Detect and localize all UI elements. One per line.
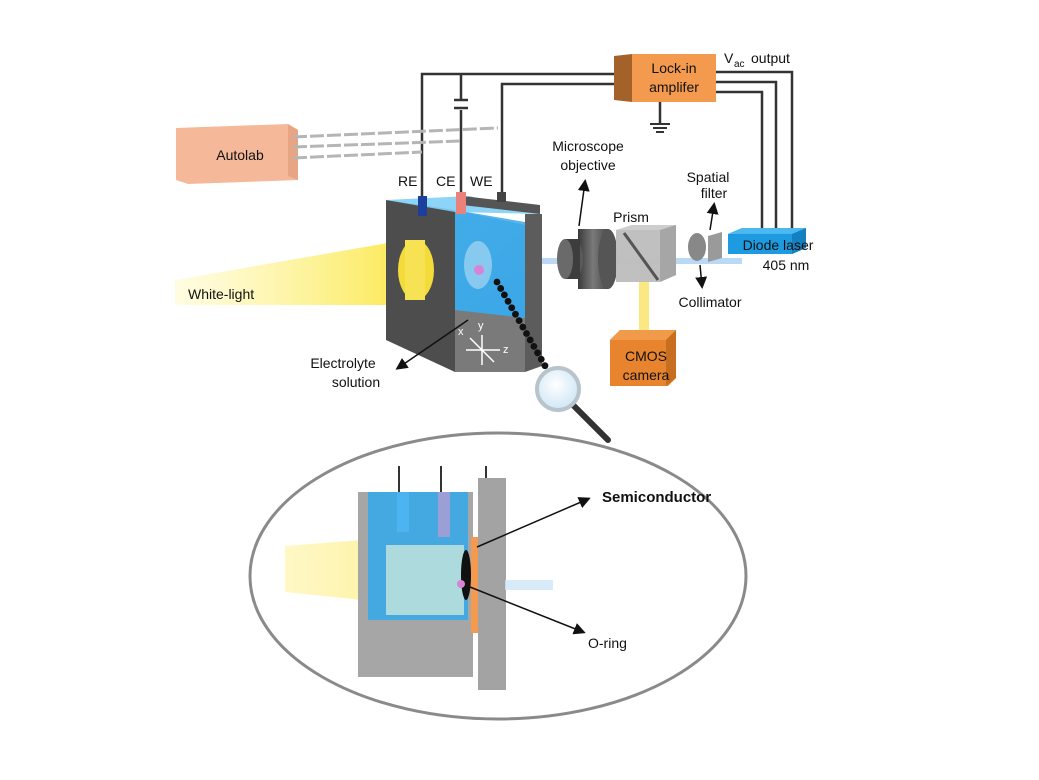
lockin-wires — [420, 70, 794, 232]
lockin-label-2: amplifer — [649, 79, 699, 95]
prism — [616, 225, 676, 282]
camera-beam — [639, 265, 649, 337]
microscope-label-1: Microscope — [552, 138, 624, 154]
axis-z-label: z — [503, 344, 509, 356]
spatial-filter-label-1: Spatial — [687, 169, 730, 185]
semiconductor-layer — [471, 537, 478, 633]
camera-label-1: CMOS — [625, 348, 667, 364]
magnifier-icon — [535, 366, 611, 443]
detail-view — [285, 466, 553, 690]
oring-arrow — [469, 586, 586, 635]
ce-label: CE — [436, 173, 455, 189]
collimator-label: Collimator — [678, 294, 741, 310]
electrolyte-label-2: solution — [332, 374, 380, 390]
svg-text:ac: ac — [734, 59, 745, 70]
spatial-filter-label-2: filter — [701, 185, 728, 201]
laser-label-2: 405 nm — [763, 257, 810, 273]
oring-label: O-ring — [588, 635, 627, 651]
re-electrode — [418, 196, 427, 216]
zoom-path-dot — [500, 291, 508, 299]
electrolyte-arrow — [395, 319, 469, 370]
zoom-path-dot — [537, 355, 545, 363]
lockin-label-1: Lock-in — [651, 60, 696, 76]
zoom-path-dot — [519, 323, 527, 331]
zoom-path-dot — [515, 317, 523, 325]
camera-label-2: camera — [623, 367, 670, 383]
autolab: Autolab — [176, 124, 298, 184]
electrochemical-cell — [386, 196, 542, 372]
microscope-label-2: objective — [560, 157, 615, 173]
ground-icon — [650, 123, 670, 133]
ce-electrode — [456, 192, 466, 214]
collimator-lens — [688, 233, 706, 261]
zoom-path-dot — [493, 278, 501, 286]
zoom-path-dot — [526, 336, 534, 344]
vac-output-label: V ac output — [724, 50, 790, 70]
microscope-objective — [557, 229, 618, 289]
laser-label-1: Diode laser — [743, 237, 814, 253]
oring-shape — [461, 550, 471, 600]
autolab-label: Autolab — [216, 147, 264, 163]
spatial-filter — [708, 232, 722, 262]
zoom-path-dot — [497, 285, 505, 292]
zoom-path-dot — [530, 342, 538, 350]
white-light-label: White-light — [188, 286, 254, 302]
white-light-beam — [175, 240, 405, 305]
diode-laser — [728, 228, 806, 254]
autolab-cables — [292, 126, 499, 160]
svg-text:V: V — [724, 50, 734, 66]
re-label: RE — [398, 173, 417, 189]
zoom-path-dot — [534, 349, 541, 357]
semiconductor-label: Semiconductor — [602, 489, 711, 506]
coordinate-axes-icon — [466, 335, 500, 365]
axis-y-label: y — [478, 320, 484, 332]
capacitor-icon — [454, 98, 468, 110]
zoom-path-dot — [523, 330, 530, 337]
collimator-arrow — [695, 264, 708, 289]
zoom-path-dot — [504, 297, 512, 305]
semiconductor-arrow — [476, 497, 591, 548]
zoom-path-dot — [512, 310, 519, 318]
electrolyte-label-1: Electrolyte — [310, 355, 376, 371]
lockin-amplifier: Lock-in amplifer — [614, 54, 716, 102]
microscope-arrow — [577, 179, 590, 227]
prism-label: Prism — [613, 209, 649, 225]
we-electrode — [497, 192, 506, 202]
zoom-path-dot — [508, 304, 516, 312]
spatial-filter-arrow — [706, 202, 719, 231]
zoom-path-dot — [541, 362, 549, 370]
axis-x-label: x — [458, 326, 464, 338]
svg-text:output: output — [751, 50, 790, 66]
we-label: WE — [470, 173, 493, 189]
cmos-camera — [610, 330, 676, 386]
